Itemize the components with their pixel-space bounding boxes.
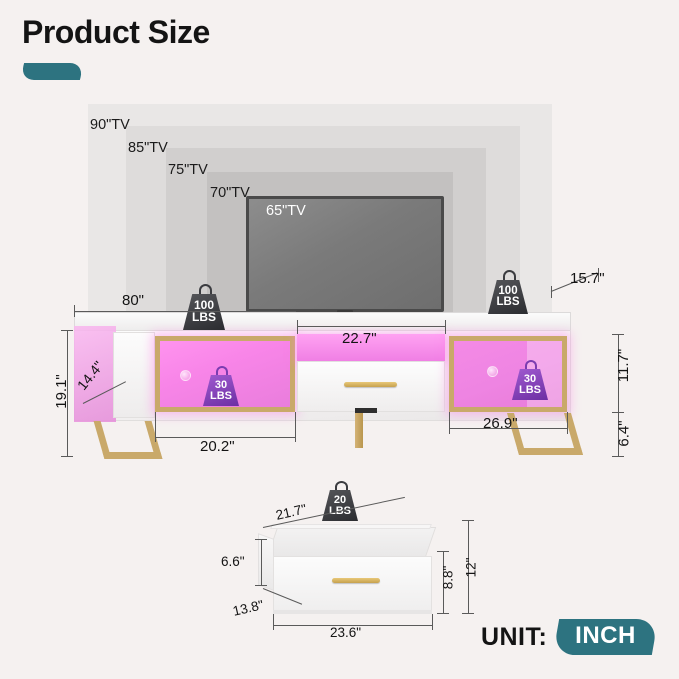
dim-tick-height-191-bottom — [61, 456, 73, 457]
tv-size-label-90: 90"TV — [90, 117, 130, 133]
dim-line-shelf-height-117 — [618, 334, 619, 412]
dim-line-drawer-66 — [261, 539, 262, 585]
tv-size-label-65: 65"TV — [266, 203, 306, 219]
dim-label-height-191: 19.1" — [52, 374, 70, 409]
dim-tick-left-shelf-b — [295, 412, 296, 442]
dim-label-left-shelf-202: 20.2" — [200, 438, 235, 455]
dim-label-depth-157: 15.7" — [570, 270, 605, 287]
center-led-strip — [297, 334, 445, 361]
dim-tick-leg-height-bottom — [612, 456, 624, 457]
dim-line-leg-height-64 — [618, 412, 619, 456]
title-accent-shape — [19, 63, 85, 80]
tv-size-label-70: 70"TV — [210, 185, 250, 201]
center-drawer-handle[interactable] — [344, 382, 397, 387]
unit-badge: UNIT: INCH — [480, 619, 659, 655]
dim-tick-drawer-88-bottom — [437, 613, 449, 614]
dim-tick-drawer-236-a — [273, 614, 274, 630]
dim-label-right-shelf-269: 26.9" — [483, 415, 518, 432]
dim-label-width-80: 80" — [122, 292, 145, 309]
weight-value: 20 — [333, 493, 347, 506]
dim-tick-right-shelf-a — [449, 412, 450, 434]
dim-tick-center-a — [297, 320, 298, 334]
dim-label-center-227: 22.7" — [342, 330, 377, 347]
dim-tick-width-80-left — [74, 305, 75, 317]
dim-tick-drawer-12-bottom — [462, 613, 474, 614]
weight-unit: LBS — [496, 296, 520, 308]
dim-line-left-shelf-202 — [155, 437, 295, 438]
dim-tick-shelf-height-top — [612, 334, 624, 335]
leg-center-bracket — [355, 408, 377, 413]
weight-value: 100 — [193, 298, 215, 313]
dim-label-drawer-138: 13.8" — [231, 597, 265, 619]
weight-unit: LBS — [192, 310, 216, 324]
drawer-front-face — [273, 556, 432, 612]
weight-unit: LBS — [210, 389, 232, 402]
dim-label-drawer-12: 12" — [463, 557, 479, 578]
unit-value-badge: INCH — [553, 619, 659, 655]
dim-line-width-80 — [74, 311, 296, 312]
page-title: Product Size — [22, 14, 210, 50]
leg-center — [355, 413, 363, 448]
dim-line-height-191 — [67, 330, 68, 456]
right-shelf-knob — [487, 366, 498, 377]
dim-tick-right-shelf-b — [567, 412, 568, 434]
dim-tick-drawer-88-top — [437, 551, 449, 552]
unit-value-text: INCH — [575, 622, 637, 649]
cabinet-left-side-panel — [74, 326, 116, 422]
dim-tick-left-shelf-a — [155, 412, 156, 442]
dim-line-center-227 — [297, 326, 445, 327]
drawer-bottom-edge — [273, 610, 432, 614]
drawer-detail-handle[interactable] — [332, 578, 380, 583]
weight-value: 30 — [214, 378, 228, 391]
tv-size-label-75: 75"TV — [168, 162, 208, 178]
tv-size-label-85: 85"TV — [128, 140, 168, 156]
dim-label-drawer-236: 23.6" — [330, 625, 362, 640]
weight-value: 100 — [498, 284, 518, 297]
drawer-top-rim — [270, 524, 432, 529]
dim-tick-depth-157-a — [551, 286, 552, 298]
dim-line-drawer-12 — [468, 520, 469, 613]
dim-line-right-shelf-269 — [449, 428, 567, 429]
dim-tick-drawer-66-bottom — [255, 585, 267, 586]
dim-line-drawer-88 — [443, 551, 444, 613]
dim-tick-height-191-top — [61, 330, 73, 331]
dim-label-drawer-217: 21.7" — [274, 501, 308, 523]
left-shelf-knob — [180, 370, 191, 381]
dim-tick-drawer-66-top — [255, 539, 267, 540]
cabinet-left-front-edge — [113, 332, 155, 418]
dim-label-shelf-height-117: 11.7" — [615, 348, 633, 383]
dim-label-drawer-66: 6.6" — [221, 554, 245, 569]
dim-label-leg-height-64: 6.4" — [615, 420, 633, 447]
dim-tick-depth-157-b — [598, 268, 599, 282]
weight-unit: LBS — [519, 383, 541, 396]
leg-left — [93, 421, 163, 459]
weight-value: 30 — [523, 372, 537, 385]
dim-tick-center-b — [445, 320, 446, 334]
unit-label: UNIT: — [480, 622, 548, 651]
dim-tick-drawer-236-b — [432, 614, 433, 630]
right-shelf — [449, 336, 567, 412]
dim-tick-drawer-12-top — [462, 520, 474, 521]
leg-right — [506, 413, 584, 455]
dim-line-drawer-236 — [273, 625, 432, 626]
dim-label-drawer-88: 8.8" — [440, 565, 456, 590]
tv-screen — [246, 196, 444, 312]
